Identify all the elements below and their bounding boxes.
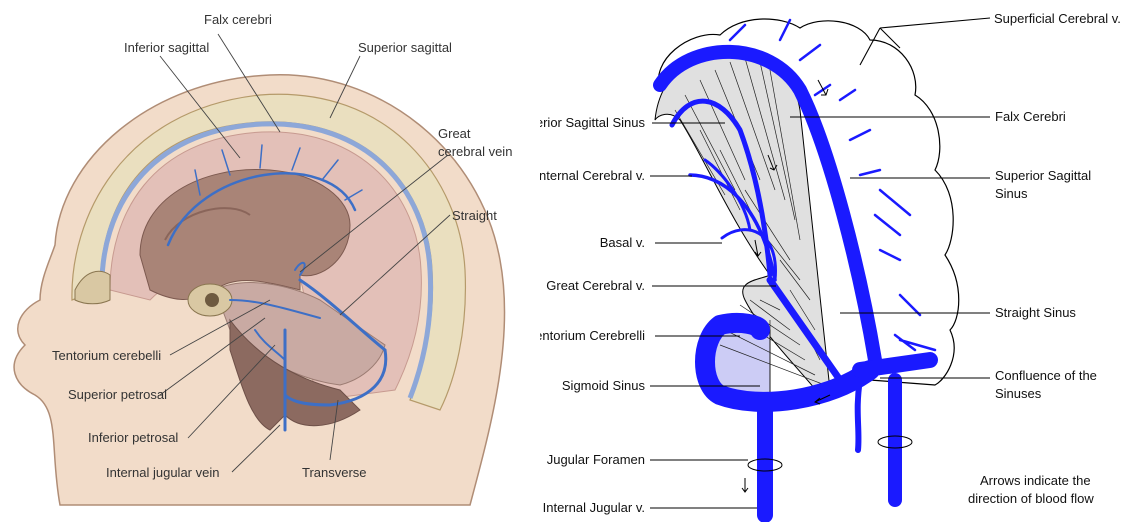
- anatomical-illustration-svg: Falx cerebri Inferior sagittal Superior …: [0, 0, 540, 522]
- label-basal-v: Basal v.: [600, 235, 645, 250]
- label-internal-jugular-v: Internal Jugular v.: [543, 500, 645, 515]
- label-internal-cerebral-v: Internal Cerebral v.: [540, 168, 645, 183]
- label-inferior-sagittal-sinus: Inferior Sagittal Sinus: [540, 115, 645, 130]
- label-confluence-1: Confluence of the: [995, 368, 1097, 383]
- note-arrows-line2: direction of blood flow: [968, 491, 1094, 506]
- label-internal-jugular-vein: Internal jugular vein: [106, 465, 219, 480]
- confluence-of-sinuses: [860, 360, 930, 370]
- label-jugular-foramen: Jugular Foramen: [547, 452, 645, 467]
- anatomical-illustration: Falx cerebri Inferior sagittal Superior …: [0, 0, 540, 522]
- label-inferior-petrosal: Inferior petrosal: [88, 430, 178, 445]
- label-inferior-sagittal: Inferior sagittal: [124, 40, 209, 55]
- label-superior-sagittal-sinus-1: Superior Sagittal: [995, 168, 1091, 183]
- note-arrows-line1: Arrows indicate the: [980, 473, 1091, 488]
- schematic-diagram-svg: Superficial Cerebral v. Inferior Sagitta…: [540, 0, 1128, 522]
- ear-canal: [205, 293, 219, 307]
- label-tentorium-cerebelli: Tentorium cerebelli: [52, 348, 161, 363]
- label-superior-sagittal-sinus-2: Sinus: [995, 186, 1028, 201]
- label-straight: Straight: [452, 208, 497, 223]
- label-superior-petrosal: Superior petrosal: [68, 387, 167, 402]
- label-superior-sagittal: Superior sagittal: [358, 40, 452, 55]
- confluence-drop: [858, 380, 860, 450]
- label-great-cerebral-vein-2: cerebral vein: [438, 144, 512, 159]
- label-tentorium-cerebrelli: Tentorium Cerebrelli: [540, 328, 645, 343]
- label-falx-cerebri: Falx Cerebri: [995, 109, 1066, 124]
- label-great-cerebral-vein-1: Great: [438, 126, 471, 141]
- label-superficial-cerebral-v: Superficial Cerebral v.: [994, 11, 1121, 26]
- schematic-diagram: Superficial Cerebral v. Inferior Sagitta…: [540, 0, 1128, 522]
- label-straight-sinus: Straight Sinus: [995, 305, 1076, 320]
- label-falx-cerebri: Falx cerebri: [204, 12, 272, 27]
- label-great-cerebral-v: Great Cerebral v.: [546, 278, 645, 293]
- label-transverse: Transverse: [302, 465, 367, 480]
- label-sigmoid-sinus: Sigmoid Sinus: [562, 378, 646, 393]
- label-confluence-2: Sinuses: [995, 386, 1042, 401]
